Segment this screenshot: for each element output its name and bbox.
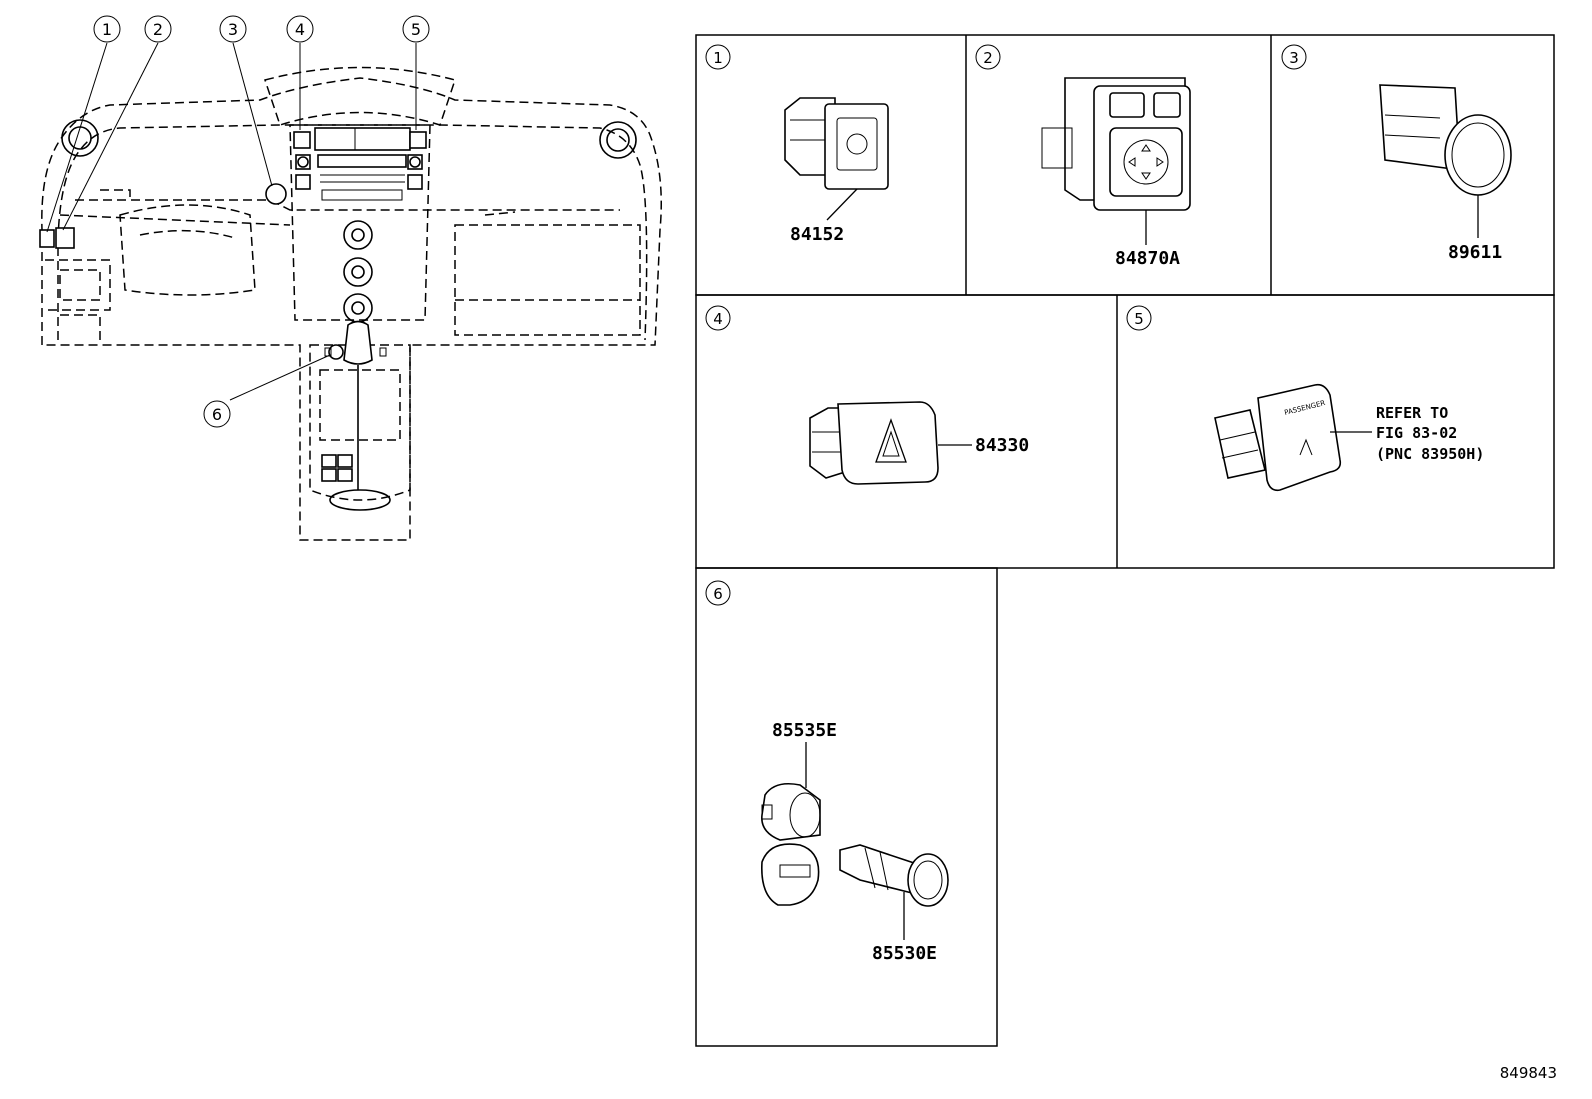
svg-text:4: 4 — [713, 310, 723, 328]
svg-text:5: 5 — [411, 20, 421, 39]
panel-2: 2 84870A — [975, 44, 1191, 269]
panel-6: 6 85535E 85530E — [705, 580, 949, 964]
panel-5: 5 PASSENGER REFER TO FIG 83-02 (PNC 8395… — [1126, 305, 1484, 492]
power-outlet-icon — [839, 844, 949, 940]
callout-5: 5 — [402, 15, 430, 43]
engine-start-button-icon — [1379, 84, 1512, 238]
svg-text:6: 6 — [713, 585, 723, 603]
passenger-airbag-indicator-icon: PASSENGER — [1214, 383, 1372, 492]
part-number-85535e: 85535E — [772, 720, 837, 741]
callout-1: 1 — [93, 15, 121, 43]
svg-text:1: 1 — [102, 20, 112, 39]
svg-text:4: 4 — [295, 20, 305, 39]
panel-4: 4 84330 — [705, 305, 1029, 485]
callout-6: 6 — [203, 400, 231, 428]
hazard-switch-icon — [809, 401, 972, 485]
part-number-84152: 84152 — [790, 224, 844, 245]
svg-text:3: 3 — [1289, 49, 1299, 67]
svg-text:6: 6 — [212, 405, 222, 424]
svg-text:5: 5 — [1134, 310, 1144, 328]
svg-text:2: 2 — [983, 49, 993, 67]
part-number-84330: 84330 — [975, 435, 1029, 456]
svg-text:3: 3 — [228, 20, 238, 39]
diagram-id: 849843 — [1500, 1064, 1557, 1082]
part-number-85530e: 85530E — [872, 943, 937, 964]
svg-text:1: 1 — [713, 49, 723, 67]
panel-1: 1 84152 — [705, 44, 889, 245]
callout-4: 4 — [286, 15, 314, 43]
outlet-cap-icon — [761, 742, 821, 906]
svg-text:2: 2 — [153, 20, 163, 39]
dashboard-overview: 1 2 3 4 5 6 — [39, 15, 662, 541]
note-line-2: FIG 83-02 — [1376, 424, 1457, 442]
note-line-1: REFER TO — [1376, 404, 1448, 422]
mirror-control-switch-icon — [1041, 77, 1191, 245]
callout-3: 3 — [219, 15, 247, 43]
note-line-3: (PNC 83950H) — [1376, 445, 1484, 463]
panel-grid — [695, 34, 1555, 1047]
callout-2: 2 — [144, 15, 172, 43]
mirror-fold-switch-icon — [784, 97, 889, 221]
part-number-84870a: 84870A — [1115, 248, 1180, 269]
part-number-89611: 89611 — [1448, 242, 1502, 263]
panel-3: 3 89611 — [1281, 44, 1512, 263]
